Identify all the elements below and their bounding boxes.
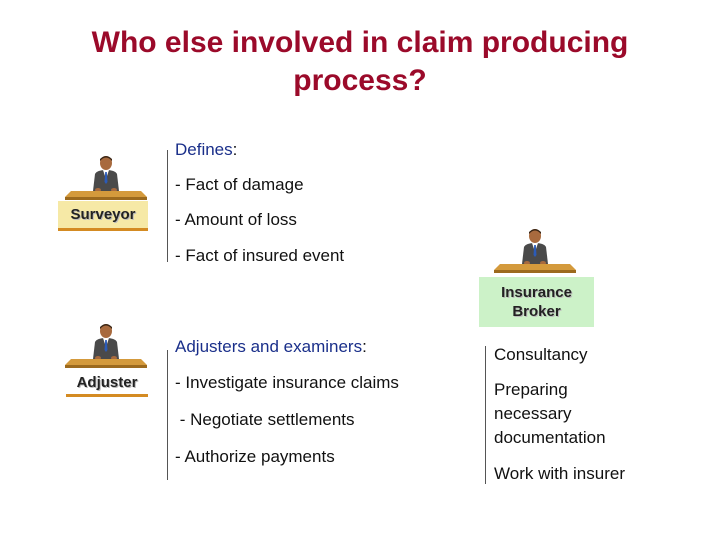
broker-description: Consultancy Preparing necessary document… [494, 343, 664, 493]
bullet-dash: - [175, 246, 181, 265]
broker-item: Work with insurer [494, 464, 625, 483]
page-title: Who else involved in claim producing pro… [40, 24, 680, 100]
surveyor-item-text: Fact of insured event [185, 246, 345, 265]
adjuster-item: - Investigate insurance claims [175, 373, 399, 392]
title-line-2: process? [293, 64, 427, 97]
adjuster-item: - Authorize payments [175, 447, 335, 466]
adjuster-divider [167, 350, 168, 480]
broker-label-line-2: Broker [512, 303, 561, 320]
bullet-dash: - [175, 210, 181, 229]
broker-divider [485, 346, 486, 484]
surveyor-item-text: Fact of damage [185, 175, 304, 194]
surveyor-item: - Fact of insured event [175, 246, 344, 266]
adjuster-heading-colon: : [362, 337, 367, 356]
surveyor-divider [167, 150, 168, 262]
surveyor-description: Defines: - Fact of damage - Amount of lo… [175, 140, 455, 270]
surveyor-heading-row: Defines: [175, 140, 237, 160]
surveyor-heading-colon: : [232, 140, 238, 159]
adjuster-description: Adjusters and examiners: - Investigate i… [175, 337, 465, 477]
broker-item: Consultancy [494, 345, 588, 364]
surveyor-item: - Amount of loss [175, 210, 297, 230]
adjuster-person-icon [63, 323, 149, 369]
surveyor-person-icon [63, 155, 149, 201]
bullet-dash: - [175, 175, 181, 194]
surveyor-heading: Defines [175, 140, 233, 159]
adjuster-heading: Adjusters and examiners [175, 337, 363, 356]
adjuster-heading-row: Adjusters and examiners: [175, 337, 367, 357]
broker-label: Insurance Broker [479, 277, 594, 327]
broker-label-line-1: Insurance [501, 284, 572, 301]
surveyor-item-text: Amount of loss [184, 210, 297, 229]
adjuster-item: - Negotiate settlements [175, 410, 355, 429]
adjuster-label: Adjuster [66, 372, 148, 397]
surveyor-item: - Fact of damage [175, 175, 304, 195]
title-line-1: Who else involved in claim producing [91, 26, 629, 59]
broker-item: Preparing necessary documentation [494, 380, 606, 447]
broker-person-icon [492, 228, 578, 274]
surveyor-label: Surveyor [58, 201, 148, 231]
